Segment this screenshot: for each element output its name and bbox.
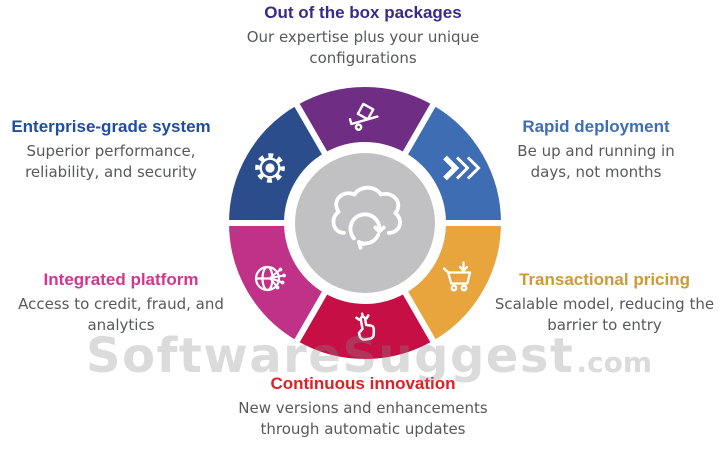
label-rapid-deployment: Rapid deployment Be up and running in da… [494,116,698,183]
integrated-platform-desc: Access to credit, fraud, and analytics [18,295,224,334]
fast-forward-icon [443,155,481,181]
rapid-deployment-title: Rapid deployment [522,117,670,136]
gear-icon [255,153,285,183]
transactional-pricing-title: Transactional pricing [519,270,690,289]
label-enterprise-grade-system: Enterprise-grade system Superior perform… [0,116,222,183]
enterprise-grade-desc: Superior performance, reliability, and s… [25,142,197,181]
feature-ring [223,81,507,365]
enterprise-grade-title: Enterprise-grade system [11,117,211,136]
cloud-sync-icon [331,185,403,250]
tap-gesture-icon [355,312,376,341]
transactional-pricing-desc: Scalable model, reducing the barrier to … [494,295,715,334]
package-trolley-icon [348,102,379,131]
globe-network-icon [254,265,286,292]
integrated-platform-title: Integrated platform [43,270,199,289]
continuous-innovation-title: Continuous innovation [270,374,456,393]
out-of-the-box-desc: Our expertise plus your unique configura… [246,28,480,67]
rapid-deployment-desc: Be up and running in days, not months [517,142,675,181]
out-of-the-box-title: Out of the box packages [264,3,462,22]
label-continuous-innovation: Continuous innovation New versions and e… [223,373,503,440]
shopping-cart-icon [442,261,472,292]
segment-enterprise-grade-system [223,99,329,226]
label-transactional-pricing: Transactional pricing Scalable model, re… [484,269,725,336]
center-hub [295,153,435,293]
label-out-of-the-box-packages: Out of the box packages Our expertise pl… [213,2,513,69]
label-integrated-platform: Integrated platform Access to credit, fr… [3,269,239,336]
continuous-innovation-desc: New versions and enhancements through au… [238,399,488,438]
watermark-suffix: .com [576,346,653,379]
